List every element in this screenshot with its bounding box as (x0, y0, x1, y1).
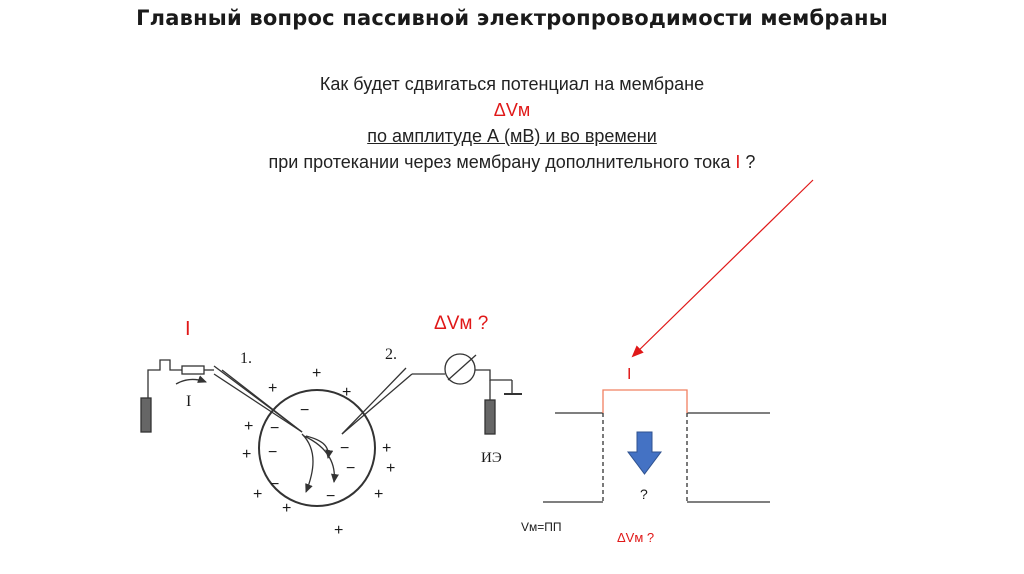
plus-sign: + (242, 446, 252, 463)
minus-sign: − (326, 488, 336, 505)
reference-electrode (484, 399, 496, 435)
plus-sign: + (334, 522, 344, 539)
plus-sign: + (342, 384, 352, 401)
question-mark: ? (640, 486, 648, 502)
question-line-3: по амплитуде А (мВ) и во времени (367, 126, 657, 146)
plus-sign: + (382, 440, 392, 457)
question-block: Как будет сдвигаться потенциал на мембра… (0, 71, 1024, 175)
flow-arrow-3 (305, 435, 334, 459)
pulse-graph (543, 389, 770, 503)
plus-sign: + (244, 418, 254, 435)
minus-sign: − (340, 440, 350, 457)
plus-sign: + (282, 500, 292, 517)
minus-sign: − (268, 444, 278, 461)
slide-title: Главный вопрос пассивной электропроводим… (136, 6, 888, 30)
plus-sign: + (253, 486, 263, 503)
current-label: I (186, 393, 192, 410)
cell-circle (258, 389, 376, 507)
minus-sign: − (346, 460, 356, 477)
question-line-4: при протекании через мембрану дополнител… (268, 152, 756, 172)
electrode-1-label: 1. (240, 350, 252, 367)
left-electrode (140, 397, 152, 433)
down-arrow-icon (627, 431, 662, 475)
electrode-2-label: 2. (385, 346, 397, 363)
plus-sign: + (374, 486, 384, 503)
plus-sign: + (312, 365, 322, 382)
cell-diagram (140, 353, 522, 507)
question-current-symbol: I (735, 152, 741, 172)
pointer-arrow (631, 179, 814, 358)
current-arrow (175, 375, 207, 385)
resistor (181, 365, 205, 375)
delta-v-question-top: ΔVм ? (434, 313, 489, 334)
minus-sign: − (300, 402, 310, 419)
voltmeter-needle (447, 354, 477, 381)
reference-electrode-label: ИЭ (481, 450, 502, 466)
question-delta-v: ΔVм (493, 100, 531, 120)
plus-sign: + (268, 380, 278, 397)
question-line-1: Как будет сдвигаться потенциал на мембра… (319, 74, 705, 94)
voltmeter-circle (444, 353, 476, 385)
current-pulse (602, 389, 688, 413)
flow-arrow-1 (301, 433, 314, 493)
minus-sign: − (270, 420, 280, 437)
delta-v-question-bottom: ΔVм ? (617, 530, 655, 545)
plus-sign: + (386, 460, 396, 477)
current-label-red: I (185, 318, 191, 340)
left-wire (147, 359, 182, 398)
pulse-current-label: I (627, 366, 632, 383)
minus-sign: − (270, 476, 280, 493)
rest-potential-label: Vм=ПП (521, 520, 562, 534)
